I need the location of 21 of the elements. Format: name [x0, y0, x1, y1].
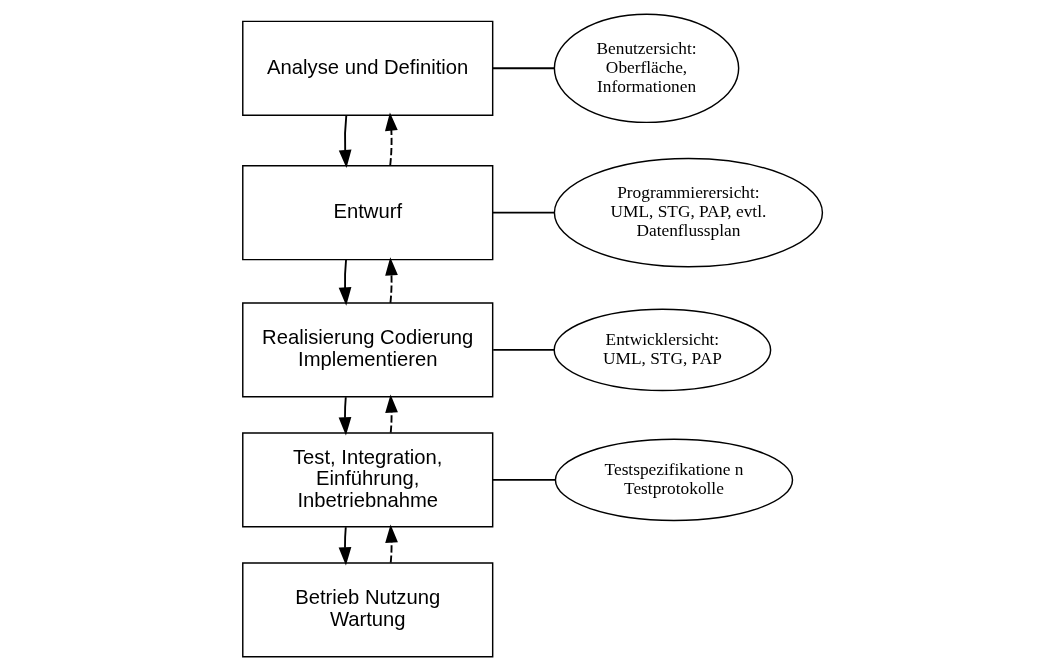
connector: [491, 211, 555, 214]
node-box: Analyse und Definition: [241, 20, 493, 116]
arrow: [338, 396, 351, 436]
connector: [491, 67, 555, 70]
arrow: [384, 112, 398, 167]
node-box: Realisierung Codierung Implementieren: [241, 302, 493, 398]
connector: [491, 348, 555, 351]
arrow: [338, 259, 351, 306]
node-ellipse: Benutzersicht: Oberfläche, Informationen: [553, 13, 739, 124]
node-box: Test, Integration, Einführung, Inbetriebnahme: [241, 432, 493, 528]
node-ellipse: Testspezifikatione n Testprotokolle: [554, 438, 793, 522]
arrow: [384, 524, 398, 564]
arrow: [384, 257, 398, 304]
arrow: [338, 526, 351, 566]
node-ellipse: Entwicklersicht: UML, STG, PAP: [553, 308, 771, 392]
node-box: Entwurf: [241, 165, 493, 261]
connector: [491, 478, 556, 481]
arrow: [384, 394, 398, 434]
arrow: [338, 114, 351, 169]
node-ellipse: Programmierersicht: UML, STG, PAP, evtl. Datenflussplan: [553, 157, 823, 268]
node-box: Betrieb Nutzung Wartung: [241, 562, 493, 658]
